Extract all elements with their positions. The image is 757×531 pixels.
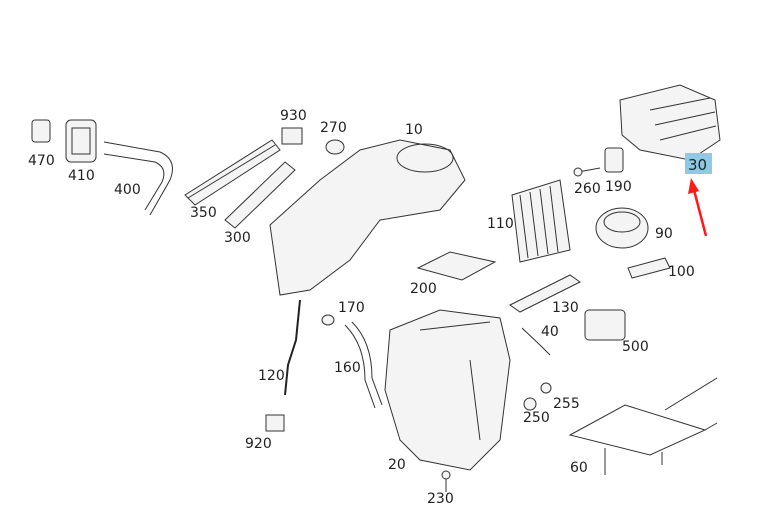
- label-120[interactable]: 120: [258, 368, 285, 384]
- part-500[interactable]: [584, 309, 626, 341]
- label-260[interactable]: 260: [574, 181, 601, 197]
- part-350[interactable]: [184, 139, 281, 206]
- part-90[interactable]: [595, 207, 649, 249]
- part-260[interactable]: [573, 167, 601, 177]
- highlight-box: [685, 153, 712, 174]
- label-255[interactable]: 255: [553, 396, 580, 412]
- part-160[interactable]: [344, 321, 383, 409]
- part-30[interactable]: [619, 84, 721, 161]
- part-120[interactable]: [284, 299, 301, 396]
- part-470[interactable]: [31, 119, 51, 143]
- part-300[interactable]: [224, 161, 296, 229]
- part-410[interactable]: [65, 119, 97, 163]
- label-400[interactable]: 400: [114, 182, 141, 198]
- label-10[interactable]: 10: [405, 122, 423, 138]
- part-130[interactable]: [509, 274, 581, 313]
- part-270[interactable]: [325, 139, 345, 155]
- part-920[interactable]: [265, 414, 285, 432]
- label-930[interactable]: 930: [280, 108, 307, 124]
- part-100[interactable]: [627, 257, 671, 279]
- label-20[interactable]: 20: [388, 457, 406, 473]
- label-410[interactable]: 410: [68, 168, 95, 184]
- label-100[interactable]: 100: [668, 264, 695, 280]
- part-930[interactable]: [281, 127, 303, 145]
- label-200[interactable]: 200: [410, 281, 437, 297]
- part-200[interactable]: [416, 251, 497, 281]
- part-230[interactable]: [441, 470, 451, 492]
- arrow-icon: [688, 178, 708, 237]
- label-110[interactable]: 110: [487, 216, 514, 232]
- label-270[interactable]: 270: [320, 120, 347, 136]
- part-110[interactable]: [511, 179, 571, 263]
- label-30[interactable]: 30: [688, 156, 707, 174]
- label-190[interactable]: 190: [605, 179, 632, 195]
- label-300[interactable]: 300: [224, 230, 251, 246]
- label-40[interactable]: 40: [541, 324, 559, 340]
- label-60[interactable]: 60: [570, 460, 588, 476]
- label-500[interactable]: 500: [622, 339, 649, 355]
- part-20[interactable]: [384, 309, 511, 471]
- part-400[interactable]: [103, 141, 173, 216]
- part-60[interactable]: [568, 377, 718, 475]
- label-160[interactable]: 160: [334, 360, 361, 376]
- label-230[interactable]: 230: [427, 491, 454, 507]
- part-40[interactable]: [521, 327, 551, 356]
- label-920[interactable]: 920: [245, 436, 272, 452]
- label-170[interactable]: 170: [338, 300, 365, 316]
- part-10[interactable]: [269, 139, 466, 296]
- label-90[interactable]: 90: [655, 226, 673, 242]
- part-170[interactable]: [321, 314, 335, 326]
- label-470[interactable]: 470: [28, 153, 55, 169]
- part-190[interactable]: [604, 147, 624, 173]
- label-350[interactable]: 350: [190, 205, 217, 221]
- part-250[interactable]: [523, 397, 537, 411]
- label-250[interactable]: 250: [523, 410, 550, 426]
- label-130[interactable]: 130: [552, 300, 579, 316]
- part-255[interactable]: [540, 382, 552, 394]
